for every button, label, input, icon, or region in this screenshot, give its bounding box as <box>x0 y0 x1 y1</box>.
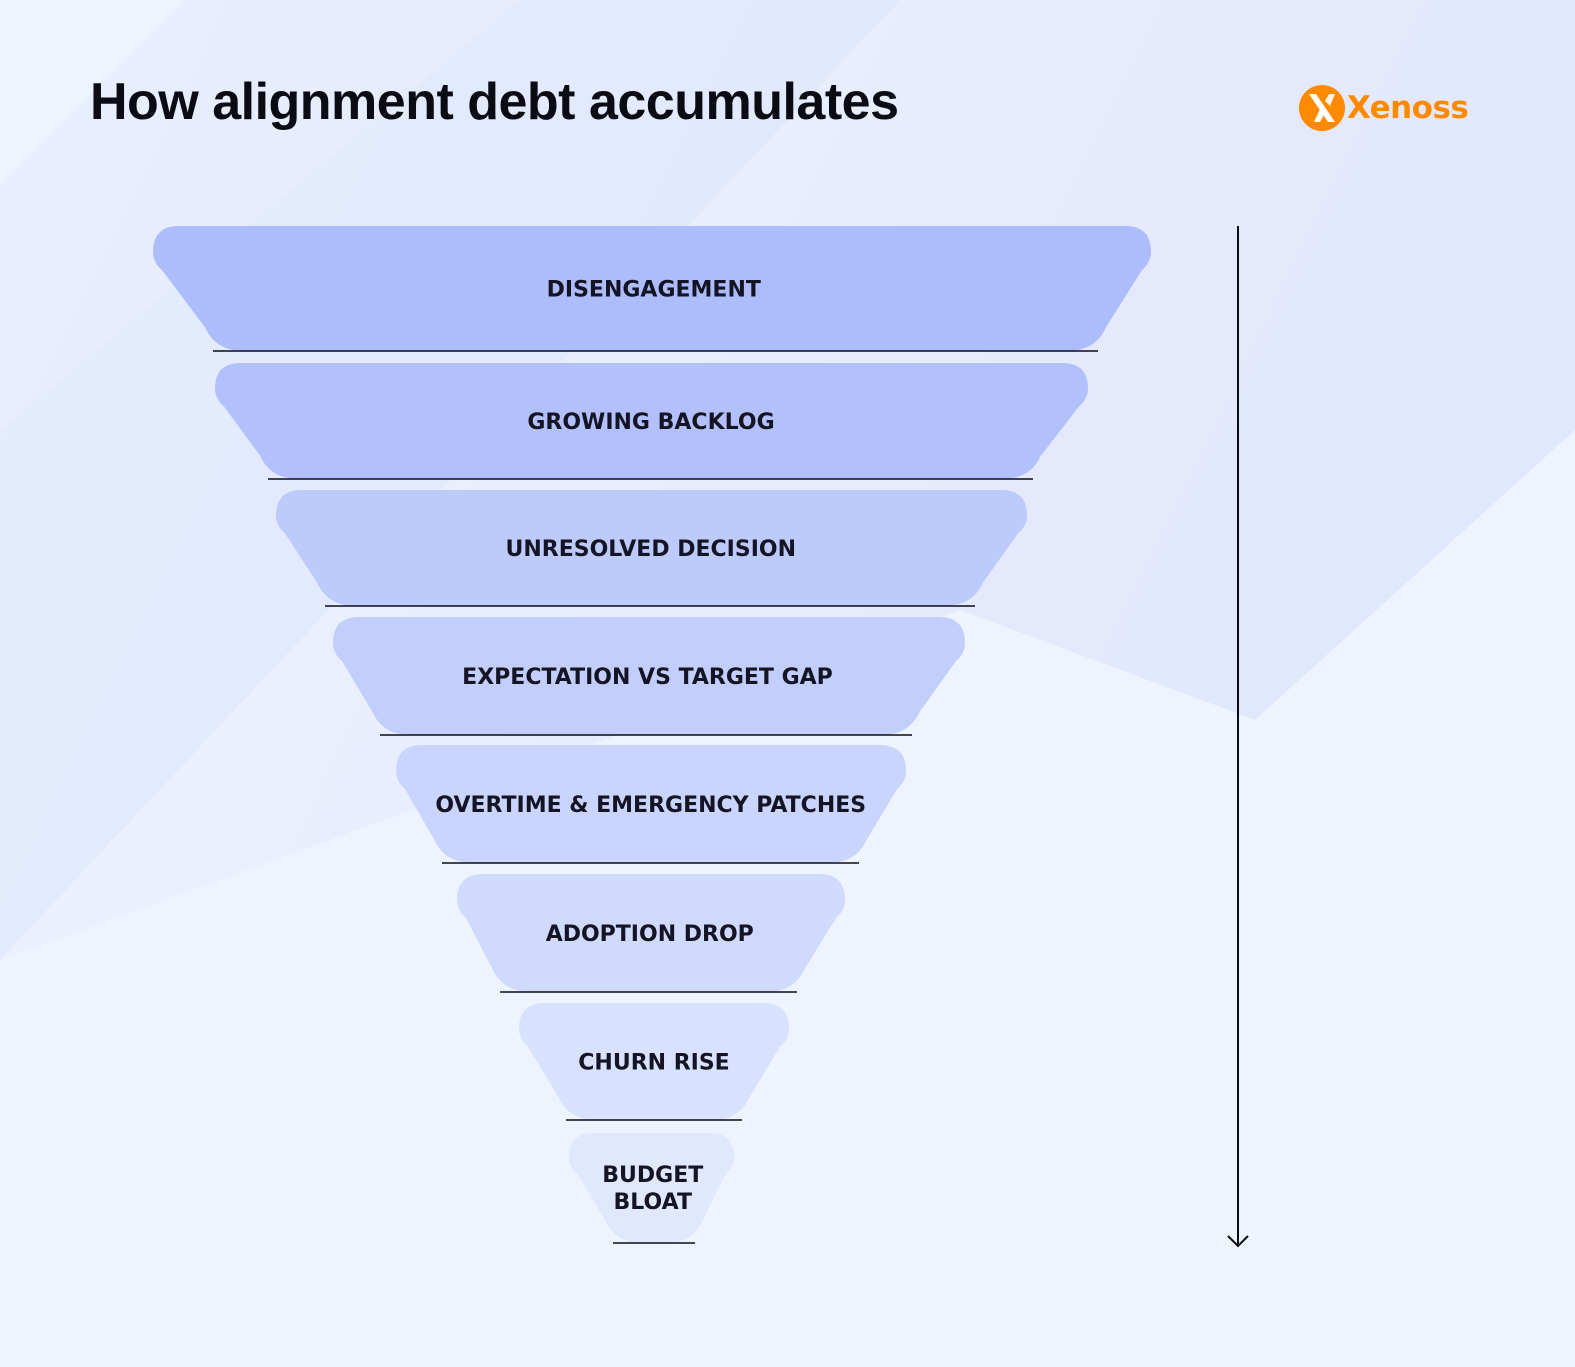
page-title: How alignment debt accumulates <box>90 73 899 131</box>
funnel-stage: CHURN RISE <box>519 1003 789 1121</box>
funnel-stage-label: CHURN RISE <box>578 1051 729 1076</box>
funnel-stage-shape <box>276 490 1027 606</box>
funnel-stage-label: EXPECTATION VS TARGET GAP <box>462 665 833 690</box>
progression-arrow-head <box>1227 1235 1249 1248</box>
funnel: DISENGAGEMENT GROWING BACKLOG UNRESOLVED D… <box>153 226 1151 1244</box>
funnel-stage-label: OVERTIME & EMERGENCY PATCHES <box>435 793 866 818</box>
funnel-stage-shape <box>153 226 1151 351</box>
funnel-stage-shape <box>215 363 1088 479</box>
funnel-stage: DISENGAGEMENT <box>153 226 1151 352</box>
funnel-stage-shape <box>519 1003 789 1120</box>
funnel-stage-label: GROWING BACKLOG <box>527 410 774 435</box>
funnel-stage-shape <box>569 1133 734 1243</box>
funnel-stage: GROWING BACKLOG <box>215 363 1088 480</box>
funnel-stage: EXPECTATION VS TARGET GAP <box>333 617 965 736</box>
funnel-stage-shape <box>333 617 965 735</box>
funnel-stage-shape <box>396 745 906 863</box>
funnel-stage-shape <box>457 874 845 992</box>
xenoss-logo-icon <box>1299 85 1345 131</box>
funnel-stage: UNRESOLVED DECISION <box>276 490 1027 607</box>
brand-logo: Xenoss <box>1298 84 1469 132</box>
funnel-stage: ADOPTION DROP <box>457 874 845 993</box>
funnel-stage-label: ADOPTION DROP <box>546 922 754 947</box>
funnel-stage-label: UNRESOLVED DECISION <box>505 537 796 562</box>
brand-name: Xenoss <box>1347 90 1469 126</box>
funnel-stage: OVERTIME & EMERGENCY PATCHES <box>396 745 906 864</box>
funnel-stage-label: DISENGAGEMENT <box>547 278 761 303</box>
